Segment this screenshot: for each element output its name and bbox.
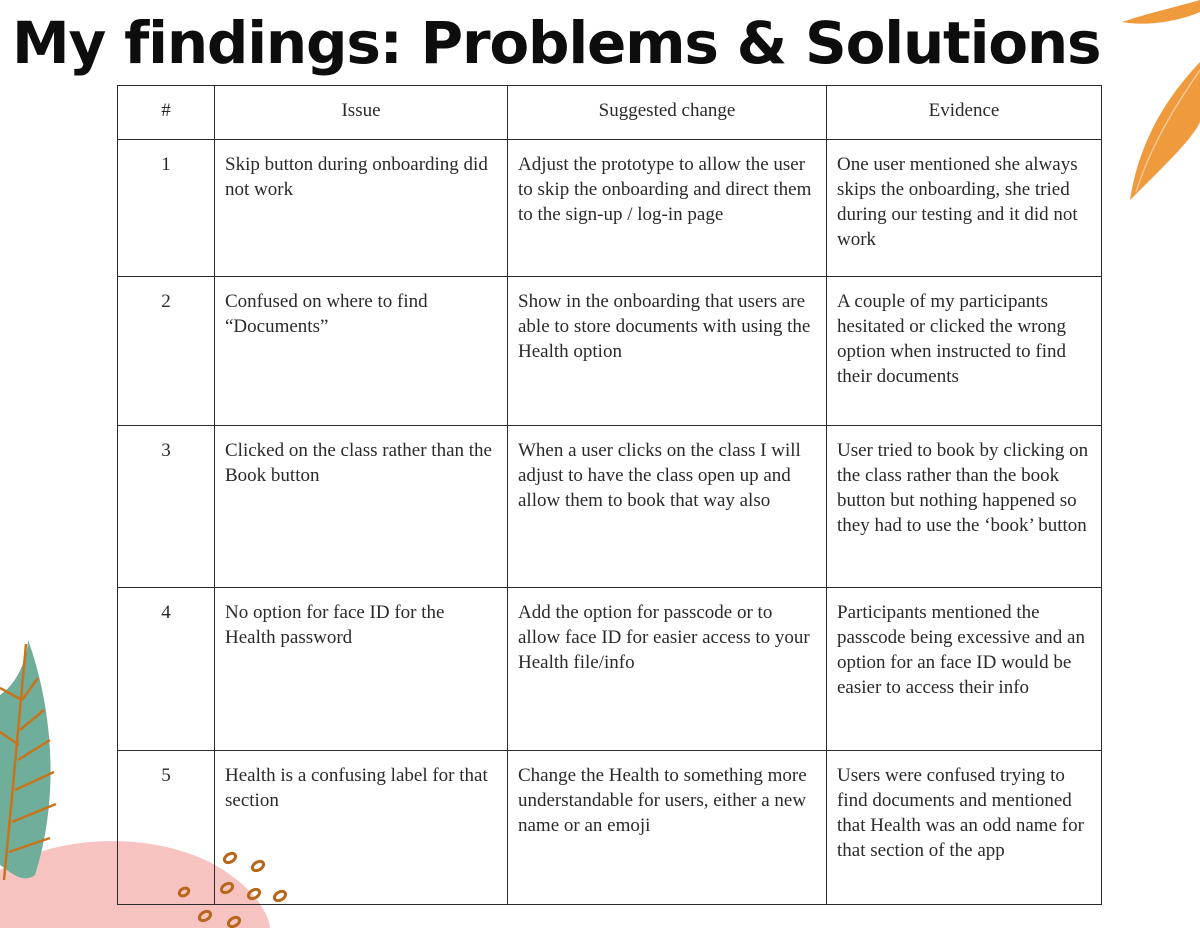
findings-table: # Issue Suggested change Evidence 1 Skip… (117, 85, 1102, 905)
row-number: 5 (117, 750, 215, 905)
suggested-change-cell: Adjust the prototype to allow the user t… (507, 139, 827, 277)
column-header-evidence: Evidence (826, 85, 1102, 140)
column-header-number: # (117, 85, 215, 140)
evidence-cell: One user mentioned she always skips the … (826, 139, 1102, 277)
teal-leaf-icon (0, 640, 57, 881)
suggested-change-cell: Add the option for passcode or to allow … (507, 587, 827, 751)
evidence-cell: Users were confused trying to find docum… (826, 750, 1102, 905)
evidence-cell: User tried to book by clicking on the cl… (826, 425, 1102, 588)
row-number: 1 (117, 139, 215, 277)
page-title: My findings: Problems & Solutions (12, 9, 1102, 77)
row-number: 3 (117, 425, 215, 588)
evidence-cell: A couple of my participants hesitated or… (826, 276, 1102, 426)
table-row: 2 Confused on where to find “Documents” … (117, 276, 1102, 426)
evidence-cell: Participants mentioned the passcode bein… (826, 587, 1102, 751)
issue-cell: Skip button during onboarding did not wo… (214, 139, 508, 277)
suggested-change-cell: Change the Health to something more unde… (507, 750, 827, 905)
table-row: 5 Health is a confusing label for that s… (117, 750, 1102, 905)
issue-cell: Health is a confusing label for that sec… (214, 750, 508, 905)
orange-leaf-icon (1122, 0, 1200, 200)
column-header-issue: Issue (214, 85, 508, 140)
row-number: 2 (117, 276, 215, 426)
issue-cell: Clicked on the class rather than the Boo… (214, 425, 508, 588)
row-number: 4 (117, 587, 215, 751)
table-row: 3 Clicked on the class rather than the B… (117, 425, 1102, 588)
issue-cell: No option for face ID for the Health pas… (214, 587, 508, 751)
issue-cell: Confused on where to find “Documents” (214, 276, 508, 426)
suggested-change-cell: When a user clicks on the class I will a… (507, 425, 827, 588)
table-row: 4 No option for face ID for the Health p… (117, 587, 1102, 751)
table-header-row: # Issue Suggested change Evidence (117, 85, 1102, 140)
table-row: 1 Skip button during onboarding did not … (117, 139, 1102, 277)
column-header-suggested-change: Suggested change (507, 85, 827, 140)
suggested-change-cell: Show in the onboarding that users are ab… (507, 276, 827, 426)
